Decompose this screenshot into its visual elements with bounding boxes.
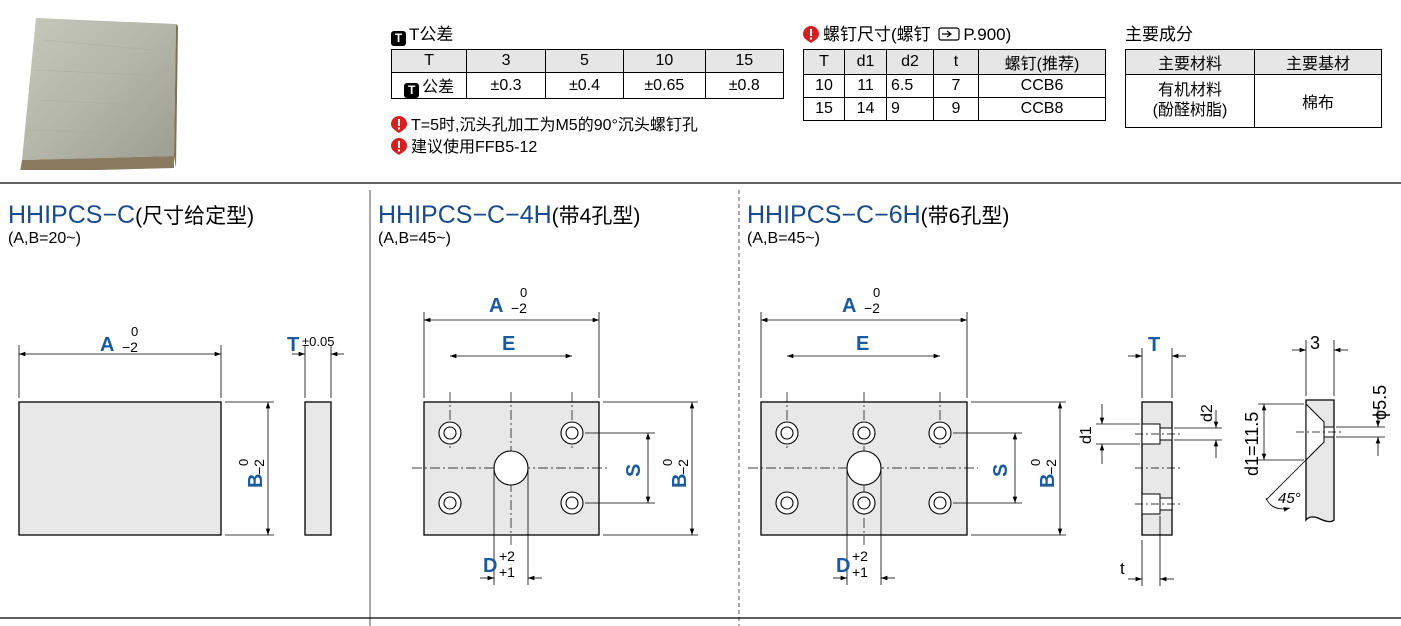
section-range: (A,B=45~) [378, 230, 451, 247]
dim-3-label: 3 [1310, 333, 1320, 353]
dim-tol: −2 [864, 300, 880, 316]
dim-s-label: S [623, 464, 645, 477]
section-range: (A,B=45~) [747, 230, 820, 247]
plate-side-view [304, 401, 332, 536]
material-heading: 主要成分 [1125, 25, 1193, 44]
dim-d1-label: d1 [1078, 426, 1095, 444]
table-cell: T [390, 49, 468, 73]
dim-b-label: B [245, 474, 267, 488]
table-cell: CCB8 [978, 97, 1106, 121]
warning-icon [391, 138, 407, 155]
table-cell: 主要基材 [1254, 49, 1382, 75]
table-row: 主要材料 主要基材 [1125, 49, 1382, 75]
table-cell: 9 [886, 97, 934, 121]
section-2-header: HHIPCS−C−4H(带4孔型) (A,B=45~) [378, 200, 640, 248]
dim-b-label: B [1037, 474, 1059, 488]
table-row: 有机材料 (酚醛树脂) 棉布 [1125, 74, 1382, 128]
table-cell: T [803, 49, 845, 75]
dim-t-small-label: t [1120, 559, 1125, 578]
table-cell: 3 [466, 49, 546, 73]
dim-e-label: E [856, 333, 869, 355]
table-cell: t [933, 49, 979, 75]
dim-tol: +1 [499, 564, 515, 580]
table-cell: 有机材料 (酚醛树脂) [1125, 74, 1255, 128]
material-line-2: (酚醛树脂) [1152, 102, 1228, 119]
dim-tol: 0 [236, 459, 251, 466]
material-table: 主要材料 主要基材 有机材料 (酚醛树脂) 棉布 [1125, 49, 1382, 128]
section-title: HHIPCS−C(尺寸给定型) [8, 201, 255, 229]
dim-b-label: B [669, 474, 691, 488]
dim-a-label: A [489, 295, 503, 317]
dim-t-tol: ±0.05 [302, 334, 334, 349]
dim-tol: 0 [131, 324, 138, 339]
table-cell: ±0.8 [704, 72, 785, 99]
dim-tol: 0 [1028, 459, 1043, 466]
note-2: 建议使用FFB5-12 [391, 133, 537, 157]
dim-d-label: D [836, 555, 850, 577]
dim-tol: 0 [660, 459, 675, 466]
table-cell: 14 [844, 97, 887, 121]
dim-d2-label: d2 [1199, 404, 1216, 422]
dim-a-label: A [100, 334, 114, 356]
section-1-header: HHIPCS−C(尺寸给定型) (A,B=20~) [8, 200, 254, 248]
dim-phi-label: ϕ5.5 [1370, 385, 1390, 420]
table-cell: ±0.3 [466, 72, 546, 99]
dim-tol: +1 [852, 564, 868, 580]
dim-t-label: T [1148, 334, 1160, 356]
dim-tol: −2 [251, 459, 267, 475]
section-range: (A,B=20~) [8, 230, 81, 247]
product-photo [20, 18, 178, 170]
dim-tol: 0 [520, 285, 527, 300]
dim-tol: −2 [511, 300, 527, 316]
dim-d-label: D [483, 555, 497, 577]
table-cell: ±0.4 [544, 72, 625, 99]
dim-tol: −2 [1043, 459, 1059, 475]
table-cell: 9 [933, 97, 979, 121]
dim-tol: −2 [122, 339, 138, 355]
dim-a-label: A [842, 295, 856, 317]
plate-front-view [18, 401, 222, 536]
table-cell: 11 [844, 74, 887, 98]
t-badge-icon: T [391, 31, 406, 46]
table-row: 15 14 9 9 CCB8 [803, 97, 1106, 121]
table-cell: d2 [886, 49, 934, 75]
table-row: T 3 5 10 15 [390, 49, 785, 73]
table-cell: ±0.65 [623, 72, 706, 99]
table-cell: 棉布 [1254, 74, 1382, 128]
table-cell: CCB6 [978, 74, 1106, 98]
table-cell: 15 [803, 97, 845, 121]
dim-tol: 0 [873, 285, 880, 300]
note-1: T=5时,沉头孔加工为M5的90°沉头螺钉孔 [391, 111, 698, 135]
table-cell: d1 [844, 49, 887, 75]
table-cell: 主要材料 [1125, 49, 1255, 75]
screw-heading: 螺钉尺寸(螺钉 P.900) [803, 20, 1011, 45]
dim-t-label: T [287, 334, 299, 356]
section-title: HHIPCS−C−4H(带4孔型) [378, 201, 641, 229]
dim-e-label: E [502, 333, 515, 355]
dim-s-label: S [990, 464, 1012, 477]
dim-tol: −2 [675, 459, 691, 475]
dim-d1-value: d1=11.5 [1242, 412, 1262, 476]
table-cell: 5 [544, 49, 625, 73]
warning-icon [803, 26, 819, 43]
section-3-header: HHIPCS−C−6H(带6孔型) (A,B=45~) [747, 200, 1009, 248]
dim-tol: +2 [499, 548, 515, 564]
screw-table: T d1 d2 t 螺钉(推荐) 10 11 6.5 7 CCB6 15 14 … [803, 49, 1106, 121]
section-title: HHIPCS−C−6H(带6孔型) [747, 201, 1010, 229]
dim-tol: +2 [852, 548, 868, 564]
material-line-1: 有机材料 [1157, 82, 1222, 99]
table-cell: 6.5 [886, 74, 934, 98]
t-badge-icon: T [404, 83, 420, 98]
pointing-hand-icon [938, 27, 961, 41]
plate-section-view [1141, 401, 1173, 536]
dim-angle-label: 45° [1278, 490, 1301, 507]
warning-icon [391, 116, 407, 133]
